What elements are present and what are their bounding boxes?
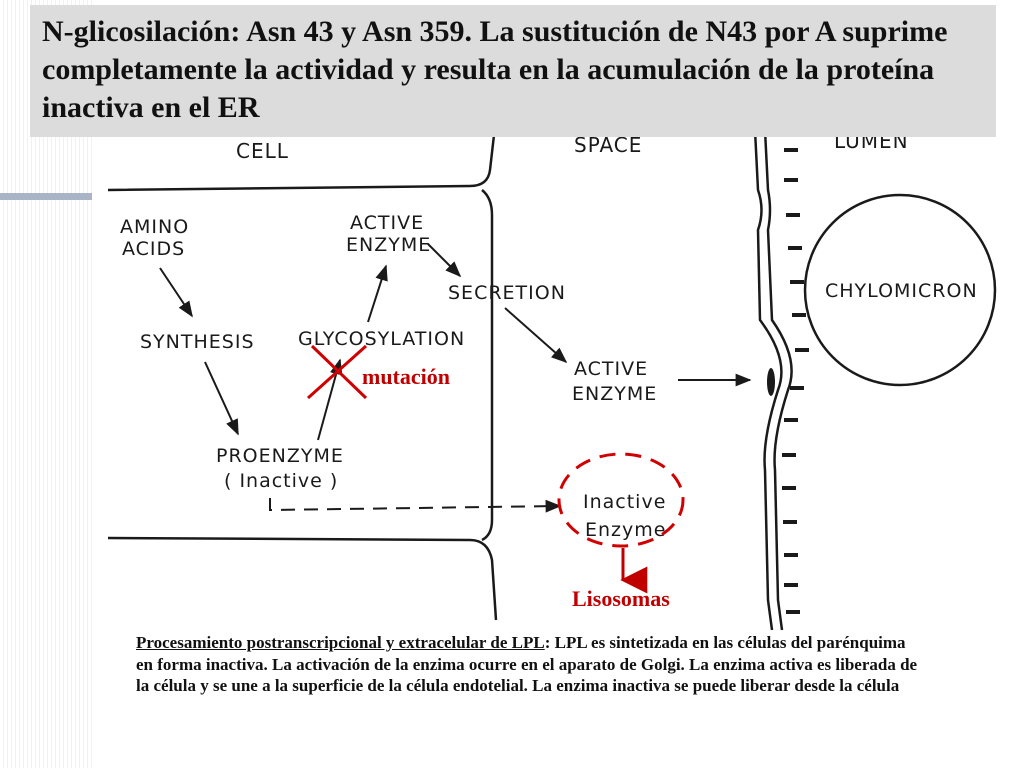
endothelial-membrane (753, 129, 793, 631)
label-cell: CELL (236, 139, 289, 163)
label-enzyme-2: ENZYME (572, 383, 657, 405)
title-box: N-glicosilación: Asn 43 y Asn 359. La su… (30, 5, 996, 137)
figure-caption: Procesamiento postranscripcional y extra… (136, 632, 926, 697)
arrow-amino-to-synthesis (159, 267, 193, 318)
arrow-secretion-to-active (504, 307, 568, 364)
label-proenzyme: PROENZYME (216, 445, 344, 467)
label-amino: AMINO (120, 216, 189, 238)
endothelial-nucleus (767, 368, 775, 396)
figure-background (92, 130, 1002, 650)
label-active-1: ACTIVE (350, 212, 424, 234)
cell-right-border (481, 189, 494, 542)
arrow-active-to-secretion (427, 243, 462, 278)
label-secretion: SECRETION (448, 282, 566, 304)
label-lysosomes: Lisosomas (572, 586, 670, 611)
caption-body: : LPL es sintetizada en las células del … (136, 633, 918, 695)
mutation-cross (306, 344, 368, 400)
cell-bottom-border (107, 536, 498, 621)
arrow-glycosylation-to-active (367, 264, 388, 323)
inactive-enzyme-dashed-circle (557, 452, 685, 548)
arrow-synthesis-to-proenzyme (204, 361, 239, 436)
label-inactive: Inactive (583, 491, 666, 513)
caption-lead: Procesamiento postranscripcional y extra… (136, 633, 545, 652)
label-mutation: mutación (362, 364, 450, 389)
membrane-receptors (782, 148, 809, 614)
label-active-2: ACTIVE (574, 358, 648, 380)
chylomicron-circle (803, 193, 997, 387)
label-glycosylation: GLYCOSYLATION (298, 328, 465, 350)
label-chylomicron: CHYLOMICRON (825, 280, 978, 302)
side-bar-decoration (0, 193, 92, 200)
cell-compartments (107, 134, 498, 621)
label-enzyme-1: ENZYME (346, 234, 431, 256)
dashed-arrow-proenzyme-to-inactive (269, 498, 562, 513)
label-synthesis: SYNTHESIS (140, 331, 255, 353)
cell-top-border (107, 134, 496, 192)
label-proenzyme-inactive: ( Inactive ) (224, 470, 338, 492)
label-enzyme-3: Enzyme (585, 519, 666, 541)
label-acids: ACIDS (122, 238, 185, 260)
flow-arrows (159, 243, 752, 441)
slide-title: N-glicosilación: Asn 43 y Asn 359. La su… (42, 15, 948, 124)
label-space: SPACE (574, 133, 642, 157)
